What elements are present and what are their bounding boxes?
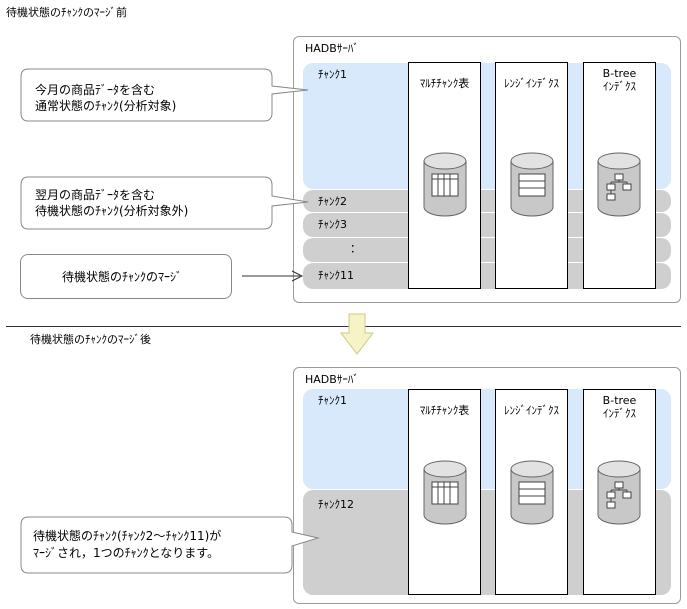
after-server-label: HADBｻｰﾊﾞ: [305, 373, 359, 386]
before-column-title-range: ﾚﾝｼﾞｲﾝﾃﾞｸｽ: [504, 77, 559, 90]
section-divider: [6, 326, 681, 327]
before-chunk-2: [303, 190, 671, 212]
before-btree-cylinder-icon: [597, 152, 641, 217]
after-column-title-btree: B-tree ｲﾝﾃﾞｸｽ: [602, 394, 637, 420]
after-chunk-label-1: ﾁｬﾝｸ1: [318, 394, 347, 407]
before-callout-3-text: 待機状態のﾁｬﾝｸのﾏｰｼﾞ: [62, 270, 183, 284]
after-column-title-multichunk: ﾏﾙﾁﾁｬﾝｸ表: [419, 404, 470, 417]
before-server-label: HADBｻｰﾊﾞ: [305, 42, 359, 55]
before-range-index-cylinder-icon: [510, 152, 554, 217]
before-chunk-label-1: ﾁｬﾝｸ1: [318, 68, 347, 81]
after-chunk-label-12: ﾁｬﾝｸ12: [318, 498, 354, 511]
after-column-title-range: ﾚﾝｼﾞｲﾝﾃﾞｸｽ: [504, 404, 559, 417]
before-callout-2-bubble: [20, 176, 309, 230]
before-callout-1-bubble: [20, 68, 309, 122]
before-chunk-label-11: ﾁｬﾝｸ11: [318, 269, 354, 282]
before-chunk-label-2: ﾁｬﾝｸ2: [318, 195, 347, 208]
before-chunk-label-ellipsis: ：: [350, 242, 361, 255]
before-column-title-btree: B-tree ｲﾝﾃﾞｸｽ: [602, 67, 637, 93]
after-table-cylinder-icon: [423, 460, 467, 525]
before-callout-3-box: [20, 254, 232, 299]
before-callout-1-text: 今月の商品ﾃﾞｰﾀを含む 通常状態のﾁｬﾝｸ(分析対象): [35, 83, 177, 113]
before-table-cylinder-icon: [423, 152, 467, 217]
after-btree-cylinder-icon: [597, 460, 641, 525]
before-callout-2-text: 翌月の商品ﾃﾞｰﾀを含む 待機状態のﾁｬﾝｸ(分析対象外): [35, 188, 189, 218]
after-callout-bubble: [20, 516, 320, 574]
merge-arrow-icon: [242, 270, 304, 282]
before-chunk-label-3: ﾁｬﾝｸ3: [318, 218, 347, 231]
after-range-index-cylinder-icon: [510, 460, 554, 525]
transition-down-arrow-icon: [339, 313, 375, 355]
before-column-title-multichunk: ﾏﾙﾁﾁｬﾝｸ表: [419, 77, 470, 90]
before-heading: 待機状態のﾁｬﾝｸのﾏｰｼﾞ前: [6, 6, 127, 19]
after-heading: 待機状態のﾁｬﾝｸのﾏｰｼﾞ後: [30, 333, 151, 346]
after-callout-text: 待機状態のﾁｬﾝｸ(ﾁｬﾝｸ2～ﾁｬﾝｸ11)が ﾏｰｼﾞされ，1つのﾁｬﾝｸと…: [33, 529, 222, 560]
